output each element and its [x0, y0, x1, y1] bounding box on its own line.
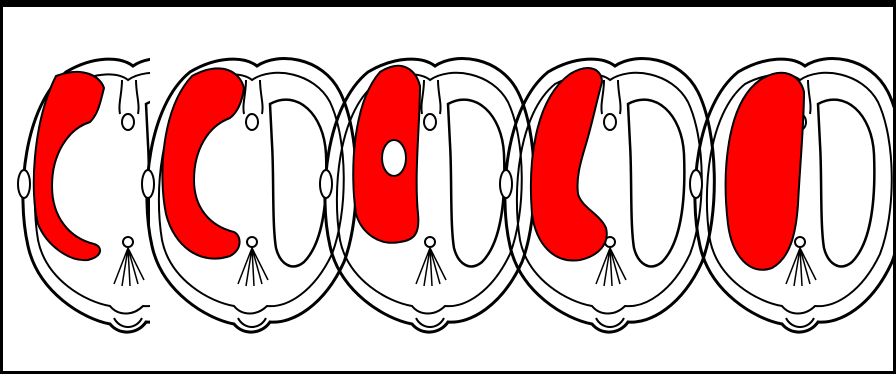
aerated-pocket	[382, 140, 406, 176]
